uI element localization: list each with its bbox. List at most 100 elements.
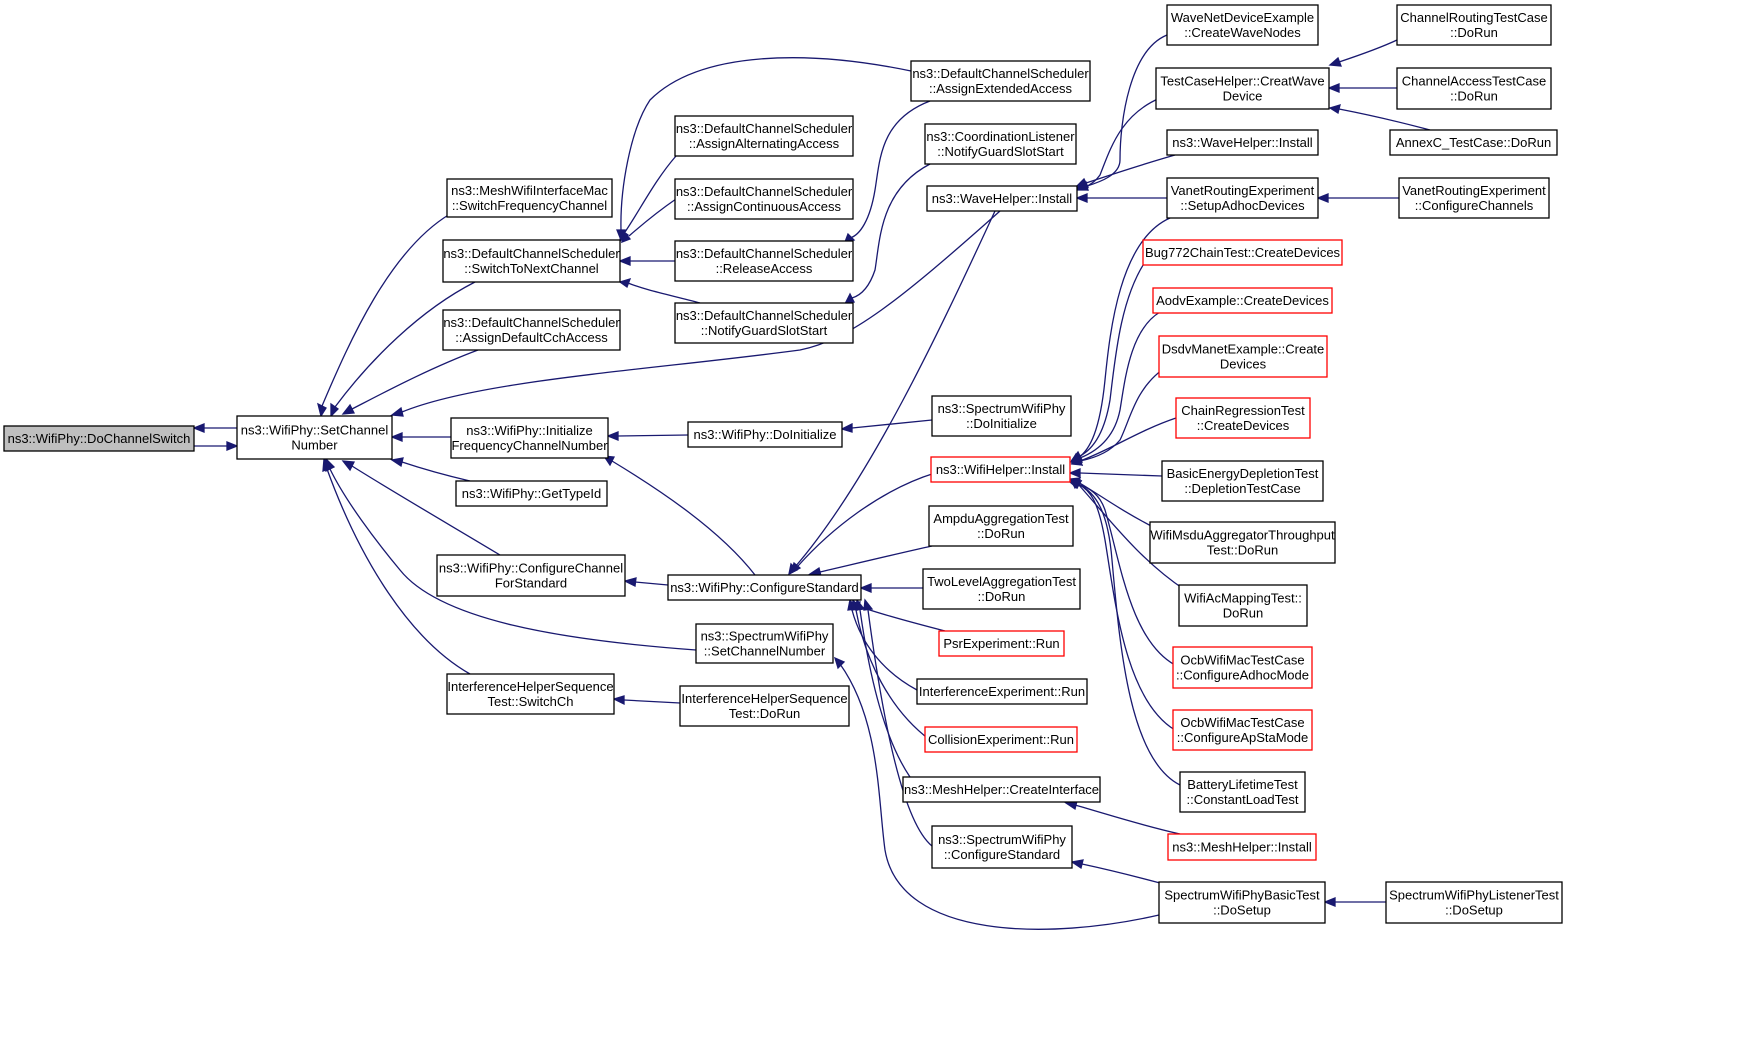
node-box[interactable] bbox=[938, 630, 1065, 657]
node-box[interactable] bbox=[902, 776, 1101, 803]
node-box[interactable] bbox=[674, 115, 854, 157]
graph-node-n35[interactable]: DsdvManetExample::CreateDevices bbox=[1158, 335, 1328, 378]
graph-node-n42[interactable]: BatteryLifetimeTest::ConstantLoadTest bbox=[1179, 771, 1306, 813]
graph-node-n10[interactable]: ns3::DefaultChannelScheduler::AssignCont… bbox=[674, 178, 854, 220]
graph-node-n48[interactable]: VanetRoutingExperiment::ConfigureChannel… bbox=[1398, 177, 1550, 219]
node-box[interactable] bbox=[931, 825, 1073, 869]
node-box[interactable] bbox=[3, 425, 195, 452]
node-box[interactable] bbox=[931, 395, 1072, 437]
graph-node-n37[interactable]: BasicEnergyDepletionTest::DepletionTestC… bbox=[1161, 460, 1324, 502]
graph-node-n36[interactable]: ChainRegressionTest::CreateDevices bbox=[1175, 397, 1311, 439]
node-box[interactable] bbox=[674, 302, 854, 344]
node-box[interactable] bbox=[1396, 4, 1552, 46]
graph-node-n9[interactable]: ns3::DefaultChannelScheduler::AssignAlte… bbox=[674, 115, 854, 157]
node-box[interactable] bbox=[1172, 709, 1313, 751]
graph-node-n11[interactable]: ns3::DefaultChannelScheduler::ReleaseAcc… bbox=[674, 240, 854, 282]
node-box[interactable] bbox=[446, 673, 615, 715]
graph-node-n12[interactable]: ns3::DefaultChannelScheduler::NotifyGuar… bbox=[674, 302, 854, 344]
node-box[interactable] bbox=[916, 678, 1088, 705]
graph-node-n14[interactable]: ns3::WifiPhy::ConfigureStandard bbox=[667, 574, 862, 601]
graph-node-n5[interactable]: ns3::WifiPhy::InitializeFrequencyChannel… bbox=[450, 417, 609, 459]
graph-node-n21[interactable]: ns3::WifiHelper::Install bbox=[930, 456, 1071, 483]
graph-node-n45[interactable]: ChannelRoutingTestCase::DoRun bbox=[1396, 4, 1552, 46]
graph-node-n27[interactable]: ns3::MeshHelper::CreateInterface bbox=[902, 776, 1101, 803]
graph-node-n39[interactable]: WifiAcMappingTest::DoRun bbox=[1178, 584, 1308, 627]
node-box[interactable] bbox=[1149, 521, 1336, 564]
node-box[interactable] bbox=[1155, 67, 1330, 110]
node-box[interactable] bbox=[1166, 129, 1319, 156]
graph-node-n31[interactable]: ns3::WaveHelper::Install bbox=[1166, 129, 1319, 156]
graph-node-n13[interactable]: ns3::WifiPhy::DoInitialize bbox=[687, 421, 843, 448]
node-box[interactable] bbox=[1158, 881, 1326, 924]
node-box[interactable] bbox=[1172, 646, 1313, 689]
node-box[interactable] bbox=[442, 309, 621, 351]
graph-node-n22[interactable]: AmpduAggregationTest::DoRun bbox=[928, 505, 1074, 547]
node-box[interactable] bbox=[1385, 881, 1563, 924]
graph-node-n34[interactable]: AodvExample::CreateDevices bbox=[1152, 287, 1333, 314]
graph-node-n32[interactable]: VanetRoutingExperiment::SetupAdhocDevice… bbox=[1166, 177, 1319, 219]
node-box[interactable] bbox=[1166, 177, 1319, 219]
node-box[interactable] bbox=[926, 185, 1078, 212]
node-box[interactable] bbox=[1161, 460, 1324, 502]
graph-node-n0[interactable]: ns3::WifiPhy::DoChannelSwitch bbox=[3, 425, 195, 452]
node-box[interactable] bbox=[455, 480, 608, 507]
node-box[interactable] bbox=[695, 623, 834, 664]
graph-node-n7[interactable]: ns3::WifiPhy::ConfigureChannelForStandar… bbox=[436, 554, 626, 597]
node-box[interactable] bbox=[922, 568, 1081, 610]
graph-node-n1[interactable]: ns3::WifiPhy::SetChannelNumber bbox=[236, 415, 393, 460]
node-box[interactable] bbox=[667, 574, 862, 601]
node-box[interactable] bbox=[450, 417, 609, 459]
graph-node-n49[interactable]: SpectrumWifiPhyListenerTest::DoSetup bbox=[1385, 881, 1563, 924]
node-box[interactable] bbox=[1166, 4, 1319, 46]
node-box[interactable] bbox=[1175, 397, 1311, 439]
graph-node-n2[interactable]: ns3::MeshWifiInterfaceMac::SwitchFrequen… bbox=[446, 178, 613, 218]
graph-node-n3[interactable]: ns3::DefaultChannelScheduler::SwitchToNe… bbox=[442, 239, 621, 283]
node-box[interactable] bbox=[1167, 833, 1317, 861]
node-box[interactable] bbox=[1398, 177, 1550, 219]
node-box[interactable] bbox=[1389, 129, 1558, 156]
node-box[interactable] bbox=[924, 726, 1078, 753]
node-box[interactable] bbox=[236, 415, 393, 460]
graph-node-n26[interactable]: CollisionExperiment::Run bbox=[924, 726, 1078, 753]
node-box[interactable] bbox=[1179, 771, 1306, 813]
graph-node-n24[interactable]: PsrExperiment::Run bbox=[938, 630, 1065, 657]
graph-node-n28[interactable]: ns3::SpectrumWifiPhy::ConfigureStandard bbox=[931, 825, 1073, 869]
graph-node-n40[interactable]: OcbWifiMacTestCase::ConfigureAdhocMode bbox=[1172, 646, 1313, 689]
node-box[interactable] bbox=[924, 123, 1077, 165]
graph-node-n47[interactable]: AnnexC_TestCase::DoRun bbox=[1389, 129, 1558, 156]
node-box[interactable] bbox=[1396, 67, 1552, 110]
graph-node-n20[interactable]: ns3::SpectrumWifiPhy::DoInitialize bbox=[931, 395, 1072, 437]
graph-node-n17[interactable]: ns3::DefaultChannelScheduler::AssignExte… bbox=[910, 60, 1091, 102]
graph-node-n33[interactable]: Bug772ChainTest::CreateDevices bbox=[1142, 239, 1343, 266]
graph-node-n44[interactable]: SpectrumWifiPhyBasicTest::DoSetup bbox=[1158, 881, 1326, 924]
graph-node-n4[interactable]: ns3::DefaultChannelScheduler::AssignDefa… bbox=[442, 309, 621, 351]
graph-node-n46[interactable]: ChannelAccessTestCase::DoRun bbox=[1396, 67, 1552, 110]
node-box[interactable] bbox=[910, 60, 1091, 102]
graph-node-n19[interactable]: ns3::WaveHelper::Install bbox=[926, 185, 1078, 212]
node-box[interactable] bbox=[1152, 287, 1333, 314]
node-box[interactable] bbox=[674, 240, 854, 282]
node-box[interactable] bbox=[930, 456, 1071, 483]
graph-node-n6[interactable]: ns3::WifiPhy::GetTypeId bbox=[455, 480, 608, 507]
graph-node-n29[interactable]: WaveNetDeviceExample::CreateWaveNodes bbox=[1166, 4, 1319, 46]
graph-node-n41[interactable]: OcbWifiMacTestCase::ConfigureApStaMode bbox=[1172, 709, 1313, 751]
graph-node-n23[interactable]: TwoLevelAggregationTest::DoRun bbox=[922, 568, 1081, 610]
node-box[interactable] bbox=[1158, 335, 1328, 378]
node-box[interactable] bbox=[436, 554, 626, 597]
graph-node-n25[interactable]: InterferenceExperiment::Run bbox=[916, 678, 1088, 705]
node-box[interactable] bbox=[687, 421, 843, 448]
node-box[interactable] bbox=[442, 239, 621, 283]
node-box[interactable] bbox=[1142, 239, 1343, 266]
graph-node-n43[interactable]: ns3::MeshHelper::Install bbox=[1167, 833, 1317, 861]
graph-node-n15[interactable]: ns3::SpectrumWifiPhy::SetChannelNumber bbox=[695, 623, 834, 664]
node-box[interactable] bbox=[446, 178, 613, 218]
node-box[interactable] bbox=[679, 685, 850, 727]
node-box[interactable] bbox=[928, 505, 1074, 547]
graph-node-n18[interactable]: ns3::CoordinationListener::NotifyGuardSl… bbox=[924, 123, 1077, 165]
node-box[interactable] bbox=[1178, 584, 1308, 627]
node-box[interactable] bbox=[674, 178, 854, 220]
